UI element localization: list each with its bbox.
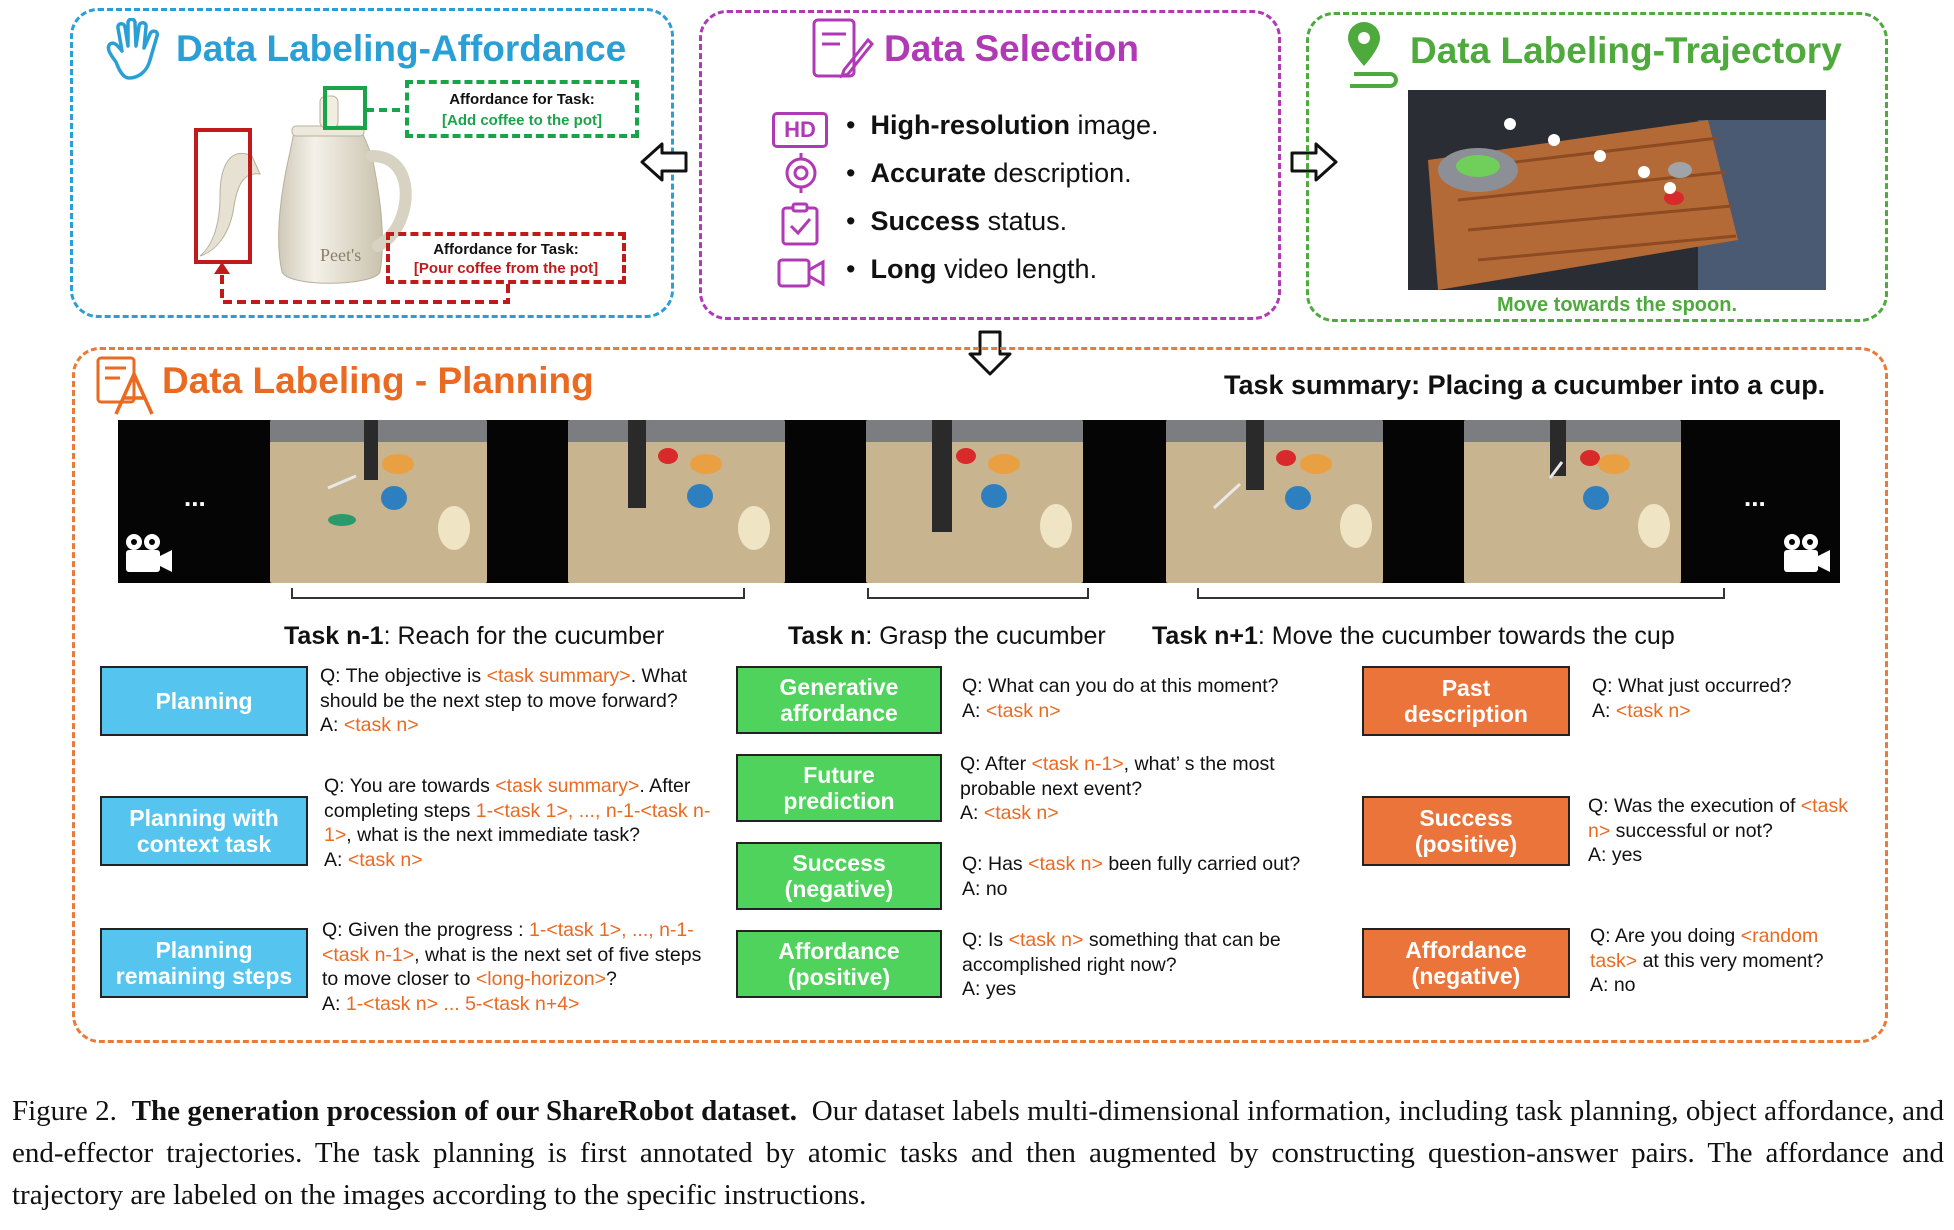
arrow-down-icon	[968, 330, 1012, 376]
arrow-left-icon	[640, 142, 688, 182]
qa-future-prediction: Q: After <task n-1>, what’ s the most pr…	[960, 753, 1275, 824]
task-summary: Task summary: Placing a cucumber into a …	[1224, 370, 1826, 400]
qa-generative-affordance: Q: What can you do at this moment? A: <t…	[962, 675, 1279, 722]
label-past-description: Past description	[1362, 666, 1570, 736]
label-planning-context: Planning with context task	[100, 796, 308, 866]
add-coffee-label-task: [Add coffee to the pot]	[442, 112, 602, 129]
hand-icon	[106, 18, 160, 80]
qa-planning-remaining: Q: Given the progress : 1-<task 1>, ...,…	[322, 919, 702, 1015]
pot-brand: Peet's	[320, 245, 361, 265]
planning-panel	[72, 347, 1888, 1043]
movie-camera-icon	[1784, 534, 1830, 572]
label-planning: Planning	[100, 666, 308, 736]
label-success-positive: Success (positive)	[1362, 796, 1570, 866]
qa-affordance-positive: Q: Is <task n> something that can be acc…	[962, 929, 1281, 1000]
figure-caption-text: Our dataset labels multi-dimensional inf…	[12, 1095, 1945, 1211]
ellipsis-right: ...	[1744, 482, 1766, 512]
video-frame	[270, 420, 487, 583]
video-frame	[1166, 420, 1383, 583]
lid-affordance-box	[323, 86, 367, 130]
label-success-negative: Success (negative)	[736, 842, 942, 910]
qa-success-negative: Q: Has <task n> been fully carried out? …	[962, 853, 1301, 900]
task-n: Task n: Grasp the cucumber	[788, 622, 1106, 650]
qa-success-positive: Q: Was the execution of <task n> success…	[1588, 795, 1848, 866]
document-edit-icon	[812, 18, 874, 79]
selection-item-length: • Long video length.	[846, 254, 1098, 284]
trajectory-image	[1408, 90, 1826, 290]
figure-caption: Figure 2. The generation procession of o…	[12, 1090, 1944, 1216]
add-coffee-label-title: Affordance for Task:	[449, 91, 595, 108]
qa-planning-context: Q: You are towards <task summary>. After…	[324, 775, 711, 871]
figure-label: Figure 2.	[12, 1095, 117, 1127]
spout-affordance-box	[194, 128, 252, 264]
figure-caption-title: The generation procession of our ShareRo…	[131, 1095, 797, 1127]
trajectory-title: Data Labeling-Trajectory	[1410, 30, 1842, 71]
trajectory-caption: Move towards the spoon.	[1496, 294, 1738, 316]
red-connector	[214, 262, 510, 304]
selection-item-resolution: • High-resolution image.	[846, 110, 1159, 140]
clipboard-check-icon	[781, 202, 819, 246]
selection-panel	[699, 10, 1281, 320]
video-frame	[866, 420, 1083, 583]
video-camera-icon	[777, 258, 825, 288]
pour-coffee-label-title: Affordance for Task:	[433, 241, 579, 258]
arrow-right-icon	[1290, 142, 1338, 182]
green-connector	[366, 108, 406, 112]
video-frame	[568, 420, 785, 583]
label-future-prediction: Future prediction	[736, 754, 942, 822]
qa-past-description: Q: What just occurred? A: <task n>	[1592, 675, 1792, 722]
target-icon	[785, 153, 817, 193]
coffee-pot-image: Peet's	[199, 95, 412, 284]
label-affordance-negative: Affordance (negative)	[1362, 928, 1570, 998]
task-n-plus-1: Task n+1: Move the cucumber towards the …	[1152, 622, 1675, 650]
affordance-title: Data Labeling-Affordance	[176, 28, 627, 69]
trajectory-panel	[1306, 12, 1888, 322]
video-frame	[1464, 420, 1681, 583]
hd-icon: HD	[772, 112, 828, 148]
label-affordance-positive: Affordance (positive)	[736, 930, 942, 998]
movie-camera-icon	[126, 534, 172, 572]
location-pin-icon	[1348, 22, 1398, 88]
qa-planning: Q: The objective is <task summary>. What…	[320, 665, 688, 736]
add-coffee-label: Affordance for Task: [Add coffee to the …	[405, 80, 639, 138]
qa-affordance-negative: Q: Are you doing <random task> at this v…	[1590, 925, 1824, 996]
selection-item-success: • Success status.	[846, 206, 1068, 236]
pour-coffee-label-task: [Pour coffee from the pot]	[413, 260, 599, 277]
label-planning-remaining: Planning remaining steps	[100, 928, 308, 998]
ellipsis-left: ...	[184, 482, 206, 512]
pour-coffee-label: Affordance for Task: [Pour coffee from t…	[386, 232, 626, 284]
planning-icon	[96, 356, 154, 415]
selection-title: Data Selection	[884, 28, 1139, 69]
task-n-minus-1: Task n-1: Reach for the cucumber	[284, 622, 665, 650]
selection-item-description: • Accurate description.	[846, 158, 1132, 188]
task-brackets	[291, 588, 1725, 599]
label-generative-affordance: Generative affordance	[736, 666, 942, 734]
planning-title: Data Labeling - Planning	[162, 360, 594, 401]
